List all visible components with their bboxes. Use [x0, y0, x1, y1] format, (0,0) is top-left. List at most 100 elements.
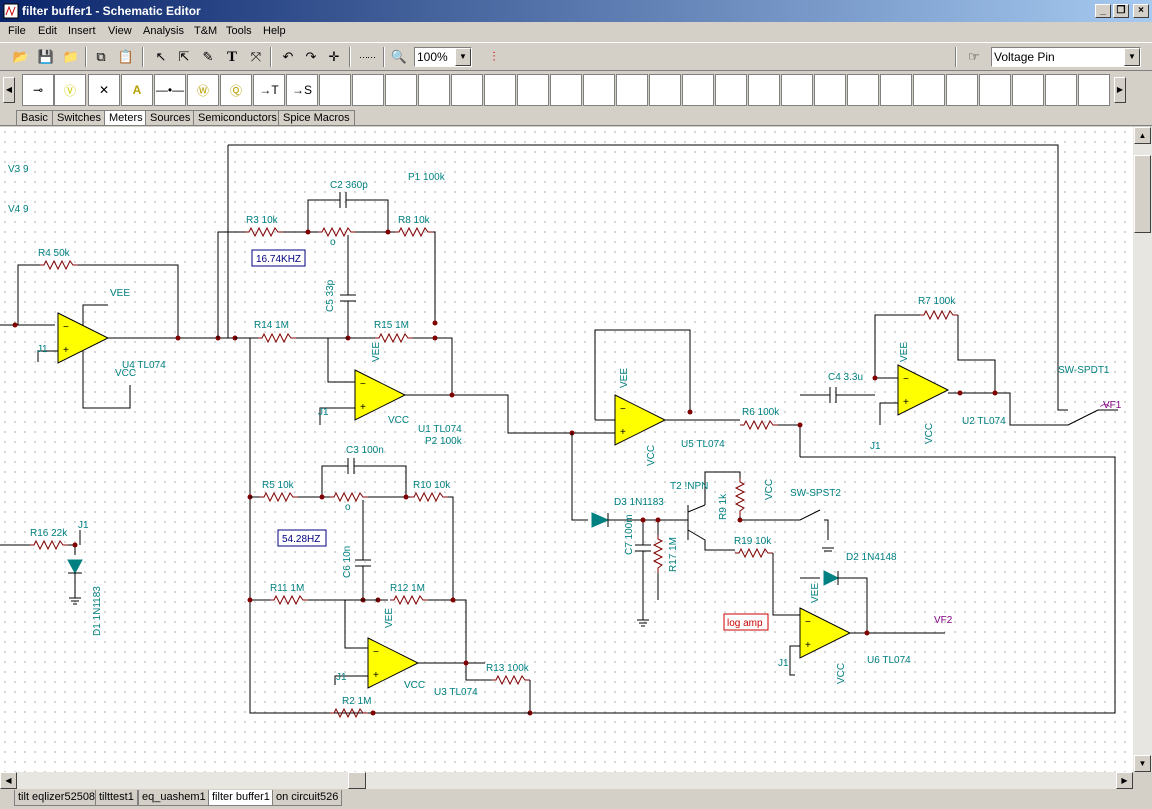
arrow-t-button[interactable]: →T	[253, 74, 285, 106]
scroll-left-icon[interactable]: ◀	[3, 77, 15, 103]
save-icon[interactable]: 💾	[37, 49, 55, 64]
horizontal-scroll-thumb[interactable]	[348, 772, 366, 789]
label-vee3: VEE	[384, 608, 395, 628]
label-r6: R6 100k	[742, 407, 780, 418]
svg-text:⌒: ⌒	[1100, 404, 1110, 416]
label-j1a: J1	[37, 344, 48, 355]
grid-icon[interactable]: ⋯⋯	[359, 51, 376, 62]
scroll-right-icon[interactable]: ▶	[1116, 772, 1133, 789]
palette-switch[interactable]: ⊸	[22, 74, 54, 106]
text-icon[interactable]: T	[226, 48, 237, 65]
label-u2: U2 TL074	[962, 416, 1006, 427]
tab-switches[interactable]: Switches	[52, 110, 107, 125]
app-icon	[3, 3, 19, 19]
label-r19: R19 10k	[734, 536, 772, 547]
tab-semiconductors[interactable]: Semiconductors	[193, 110, 282, 125]
tab-spice-macros[interactable]: Spice Macros	[278, 110, 355, 125]
zoom-icon[interactable]: 🔍	[390, 49, 408, 64]
menu-insert[interactable]: Insert	[68, 25, 96, 37]
label-vcc5: VCC	[924, 423, 935, 444]
label-v3: V3 9	[8, 164, 29, 175]
label-vee5: VEE	[899, 342, 910, 362]
doc-tab-on-circuit[interactable]: on circuit526	[272, 790, 343, 806]
ammeter-icon[interactable]: A	[121, 74, 153, 106]
tab-meters[interactable]: Meters	[104, 110, 148, 125]
window-title: filter buffer1 - Schematic Editor	[22, 4, 201, 18]
menu-help[interactable]: Help	[263, 25, 286, 37]
resistor-probe-icon[interactable]: ⫶	[492, 49, 496, 64]
schematic-canvas[interactable]: −+ o o	[0, 127, 1133, 772]
label-j1b: J1	[318, 407, 329, 418]
minimize-button[interactable]: _	[1095, 4, 1111, 18]
copy-icon[interactable]: ⧉	[96, 49, 106, 64]
label-vee6: VEE	[810, 583, 821, 603]
select-icon[interactable]: ⇱	[178, 49, 190, 64]
label-r12: R12 1M	[390, 583, 425, 594]
rotate-left-icon[interactable]: ↶	[282, 49, 294, 64]
log-amp-note: log amp	[727, 618, 763, 629]
label-u3: U3 TL074	[434, 687, 478, 698]
doc-tab-filter-buffer[interactable]: filter buffer1	[208, 790, 274, 806]
label-c6: C6 10n	[342, 546, 353, 578]
restore-button[interactable]: ❐	[1113, 4, 1129, 18]
doc-tab-tilttest[interactable]: tilttest1	[95, 790, 138, 806]
schematic-drawing[interactable]: −+ o o	[0, 127, 1133, 772]
label-sw-spst: SW-SPST2	[790, 488, 841, 499]
open-folder-icon[interactable]: 📂	[12, 49, 30, 64]
q-meter-icon[interactable]: Ⓠ	[220, 74, 252, 106]
scroll-up-icon[interactable]: ▲	[1134, 127, 1151, 144]
wire-icon[interactable]: ⤧	[250, 49, 262, 64]
open-icon[interactable]: 📁	[62, 49, 80, 64]
menu-edit[interactable]: Edit	[38, 25, 57, 37]
title-bar: filter buffer1 - Schematic Editor _ ❐ ×	[0, 0, 1152, 22]
tab-sources[interactable]: Sources	[145, 110, 196, 125]
menu-tm[interactable]: T&M	[194, 25, 218, 37]
rotate-right-icon[interactable]: ↷	[305, 49, 317, 64]
crossed-meter-icon[interactable]: ✕	[88, 74, 120, 106]
pencil-icon[interactable]: ✎	[202, 49, 214, 64]
svg-text:o: o	[345, 502, 351, 513]
label-vcc2: VCC	[388, 415, 409, 426]
label-vcc1: VCC	[115, 368, 136, 379]
vertical-scrollbar[interactable]: ▲ ▼	[1133, 127, 1152, 772]
label-d3: D3 1N1183	[614, 497, 664, 508]
component-select[interactable]: Voltage Pin▼	[991, 47, 1141, 67]
label-r9: R9 1k	[718, 493, 729, 520]
label-c7: C7 100m	[624, 514, 635, 555]
zoom-select[interactable]: 100%▼	[414, 47, 472, 67]
doc-tab-eq-uashem[interactable]: eq_uashem1	[138, 790, 210, 806]
menu-file[interactable]: File	[8, 25, 26, 37]
label-u6: U6 TL074	[867, 655, 911, 666]
freq-label-1: 16.74KHZ	[256, 254, 301, 265]
svg-text:o: o	[330, 237, 336, 248]
horizontal-scrollbar[interactable]: ◀ ▶	[0, 772, 1133, 789]
menu-analysis[interactable]: Analysis	[143, 25, 184, 37]
scroll-left-icon[interactable]: ◀	[0, 772, 17, 789]
arrow-s-button[interactable]: →S	[286, 74, 318, 106]
menu-tools[interactable]: Tools	[226, 25, 252, 37]
menu-view[interactable]: View	[108, 25, 132, 37]
label-r5: R5 10k	[262, 480, 295, 491]
wattmeter-icon[interactable]: Ⓦ	[187, 74, 219, 106]
doc-tab-tilt-eqlizer[interactable]: tilt eqlizer52508	[14, 790, 100, 806]
line-icon[interactable]: —•—	[154, 74, 186, 106]
label-vcc4: VCC	[646, 445, 657, 466]
scroll-right-icon[interactable]: ▶	[1114, 77, 1126, 103]
label-c4: C4 3.3u	[828, 372, 863, 383]
label-r7: R7 100k	[918, 296, 956, 307]
component-icon[interactable]: ☞	[968, 49, 980, 64]
freq-label-2: 54.28HZ	[282, 534, 320, 545]
tab-basic[interactable]: Basic	[16, 110, 53, 125]
scroll-down-icon[interactable]: ▼	[1134, 755, 1151, 772]
paste-icon[interactable]: 📋	[117, 49, 135, 64]
label-r15: R15 1M	[374, 320, 409, 331]
label-r10: R10 10k	[413, 480, 451, 491]
label-sw-spdt: SW-SPDT1	[1058, 365, 1110, 376]
junction-icon[interactable]: ✛	[328, 49, 340, 64]
label-c3: C3 100n	[346, 445, 384, 456]
vertical-scroll-thumb[interactable]	[1134, 155, 1151, 233]
voltmeter-icon[interactable]: Ⓥ	[54, 74, 86, 106]
pointer-icon[interactable]: ↖	[155, 49, 167, 64]
label-r2: R2 1M	[342, 696, 371, 707]
close-button[interactable]: ×	[1133, 4, 1149, 18]
